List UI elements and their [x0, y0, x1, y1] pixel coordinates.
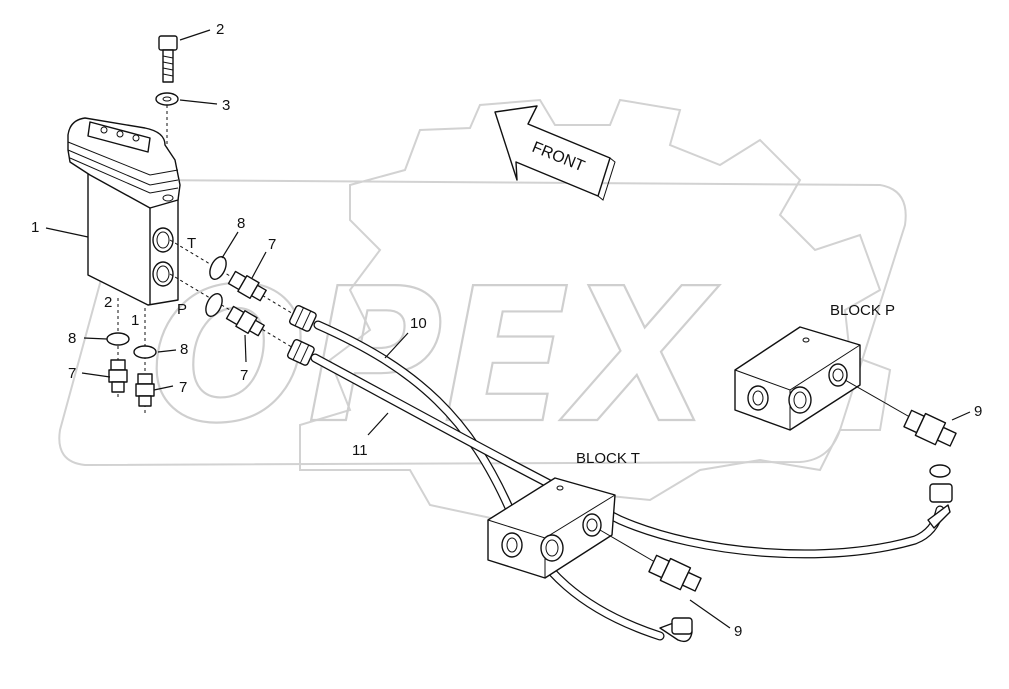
callout-7-t: 7 — [268, 236, 276, 253]
callout-9-block-t: 9 — [734, 623, 742, 640]
fitting-2 — [108, 359, 128, 393]
o-ring-block-p — [929, 464, 951, 478]
port-1-label: 1 — [131, 312, 139, 329]
callout-numbers: 2 3 1 8 7 8 8 7 7 7 10 11 9 9 — [31, 21, 982, 640]
callout-8-port-1: 8 — [180, 341, 188, 358]
block-p-axis-line — [844, 379, 916, 421]
block-t-axis-line — [599, 529, 661, 566]
leader-lines — [45, 29, 971, 629]
callout-8-t: 8 — [237, 215, 245, 232]
fitting-1 — [135, 373, 155, 407]
block-p-label: BLOCK P — [830, 302, 895, 319]
callout-7-port-2: 7 — [68, 365, 76, 382]
port-p-axis-line — [169, 273, 301, 353]
callout-2: 2 — [216, 21, 224, 38]
washer — [155, 92, 179, 106]
bolt — [158, 35, 178, 83]
hose-11-end-nut — [286, 338, 315, 366]
hose-10-end-nut — [288, 304, 317, 332]
front-direction-arrow: FRONT — [494, 105, 616, 201]
callout-7-port-1: 7 — [179, 379, 187, 396]
o-ring-2 — [106, 332, 130, 346]
callout-1: 1 — [31, 219, 39, 236]
callout-9-block-p: 9 — [974, 403, 982, 420]
callout-10: 10 — [410, 315, 427, 332]
callout-7-p: 7 — [240, 367, 248, 384]
valve-body — [67, 117, 181, 306]
watermark-gear-outline — [299, 98, 892, 521]
adapter-block-t — [648, 554, 702, 592]
hose-11 — [310, 353, 945, 559]
adapter-block-p — [903, 409, 957, 447]
block-t-label: BLOCK T — [576, 450, 640, 467]
fitting-p — [225, 305, 265, 337]
hose-11-elbow — [927, 483, 953, 529]
port-t-label: T — [187, 235, 196, 252]
hose-10-elbow — [659, 617, 693, 643]
o-ring-1 — [133, 345, 157, 359]
block-t — [487, 477, 616, 579]
port-2-label: 2 — [104, 294, 112, 311]
port-p-label: P — [177, 301, 187, 318]
block-p — [734, 326, 861, 431]
callout-11: 11 — [352, 442, 368, 459]
callout-3: 3 — [222, 97, 230, 114]
callout-8-port-2: 8 — [68, 330, 76, 347]
o-ring-p — [205, 293, 223, 317]
port-t-axis-line — [169, 239, 301, 319]
fitting-t — [227, 270, 267, 302]
